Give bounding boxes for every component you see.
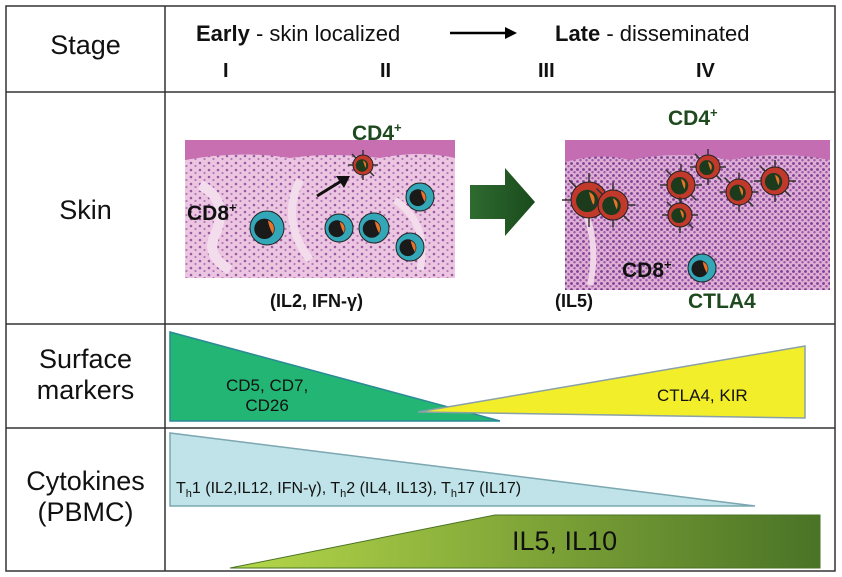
early-cd8-cell [324, 213, 354, 243]
early-cd4-label: CD4+ [352, 120, 402, 145]
row-header-surface-markers: Surface markers [6, 344, 165, 406]
cytokine-early-triangle [169, 432, 756, 507]
row-header-cytokines-line1: Cytokines [26, 466, 145, 496]
surface-early-markers: CD5, CD7, CD26 [226, 376, 308, 415]
early-cd4-cell [348, 150, 378, 180]
late-cd4-cell [660, 164, 702, 206]
early-cd8-cell [405, 182, 435, 212]
surface-late-markers: CTLA4, KIR [657, 386, 748, 405]
stage-early-label: Early - skin localized [196, 21, 400, 46]
row-header-surface-line1: Surface [38, 344, 133, 374]
late-cd4-cell [754, 160, 796, 202]
surface-late-triangle [417, 345, 806, 419]
row-header-cytokines-line2: (PBMC) [37, 497, 134, 528]
late-bold: Late [555, 21, 601, 46]
late-cd4-cell [719, 172, 759, 212]
late-ctla4-label: CTLA4 [688, 290, 756, 313]
late-cd8-label: CD8+ [622, 257, 672, 282]
cytokine-late-label: IL5, IL10 [512, 526, 618, 556]
row-header-stage: Stage [50, 30, 121, 60]
late-cd8-cell [687, 253, 717, 283]
stage-i: I [223, 60, 229, 82]
row-header-surface-line2: markers [36, 375, 135, 406]
late-cd4-cell [590, 182, 636, 228]
early-cd8-cell [358, 212, 390, 244]
early-cd8-label: CD8+ [187, 200, 237, 225]
table-border [5, 5, 836, 572]
stage-late-label: Late - disseminated [555, 21, 749, 46]
late-cell-group [562, 149, 796, 283]
table-grid [5, 5, 836, 572]
early-cytokines-label: (IL2, IFN-γ) [270, 291, 363, 311]
early-cd8-cell [395, 232, 425, 262]
cd4-pointer-arrow [316, 176, 350, 198]
row-header-skin: Skin [59, 195, 112, 225]
cytokine-late-shape [229, 514, 821, 569]
th1-segment: Th1 (IL2,IL12, IFN-γ), [176, 480, 331, 501]
early-cell-group [249, 150, 435, 262]
surface-early-line2: CD26 [245, 395, 289, 415]
late-cd4-label: CD4+ [668, 105, 718, 130]
late-cd4-cell [662, 197, 698, 233]
skin-progression-arrow [470, 168, 535, 236]
late-cd4-cell [690, 149, 726, 185]
row-header-cytokines: Cytokines (PBMC) [6, 466, 165, 528]
surface-early-line1: CD5, CD7, [226, 376, 309, 395]
surface-early-triangle [169, 331, 501, 422]
early-cd8-cell [249, 210, 285, 246]
stage-ii: II [380, 60, 392, 82]
stage-iii: III [538, 60, 555, 82]
early-rest: - skin localized [249, 21, 401, 46]
early-bold: Early [196, 21, 250, 46]
late-rest: - disseminated [600, 21, 750, 46]
th2-segment: Th2 (IL4, IL13), [330, 480, 442, 501]
stage-iv: IV [696, 60, 715, 82]
progression-arrow [450, 27, 517, 39]
th17-segment: Th17 (IL17) [441, 480, 522, 501]
cytokine-th-list: Th1 (IL2,IL12, IFN-γ), Th2 (IL4, IL13), … [176, 480, 521, 501]
late-cytokines-label: (IL5) [555, 291, 593, 311]
